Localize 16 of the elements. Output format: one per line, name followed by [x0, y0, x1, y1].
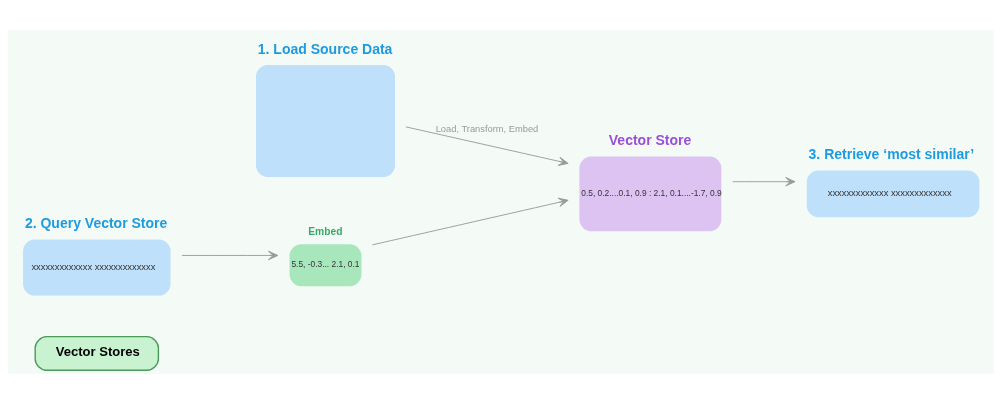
node-label: Vector Store: [608, 132, 692, 149]
arrow: [181, 250, 279, 261]
node-box: 0.5, 0.2....0.1, 0.9 : 2.1, 0.1....-1.7, 0.9: [579, 156, 722, 232]
node-label: Embed: [308, 225, 343, 237]
node-box: xxxxxxxxxxxxx xxxxxxxxxxxxx: [23, 239, 171, 296]
node-label: 3. Retrieve ‘most similar’: [808, 146, 975, 163]
node-box: 5.5, -0.3... 2.1, 0.1: [289, 244, 362, 287]
node-box: xxxxxxxxxxxxx xxxxxxxxxxxxx: [806, 170, 980, 218]
arrow: [732, 177, 796, 187]
edge-label: Load, Transform, Embed: [435, 124, 539, 135]
node-label: 2. Query Vector Store: [24, 215, 168, 232]
node-box: [255, 65, 396, 178]
node-label: 1. Load Source Data: [257, 40, 393, 57]
arrow: [405, 126, 569, 166]
node-box: Vector Stores: [34, 335, 160, 371]
arrow: [371, 197, 569, 246]
